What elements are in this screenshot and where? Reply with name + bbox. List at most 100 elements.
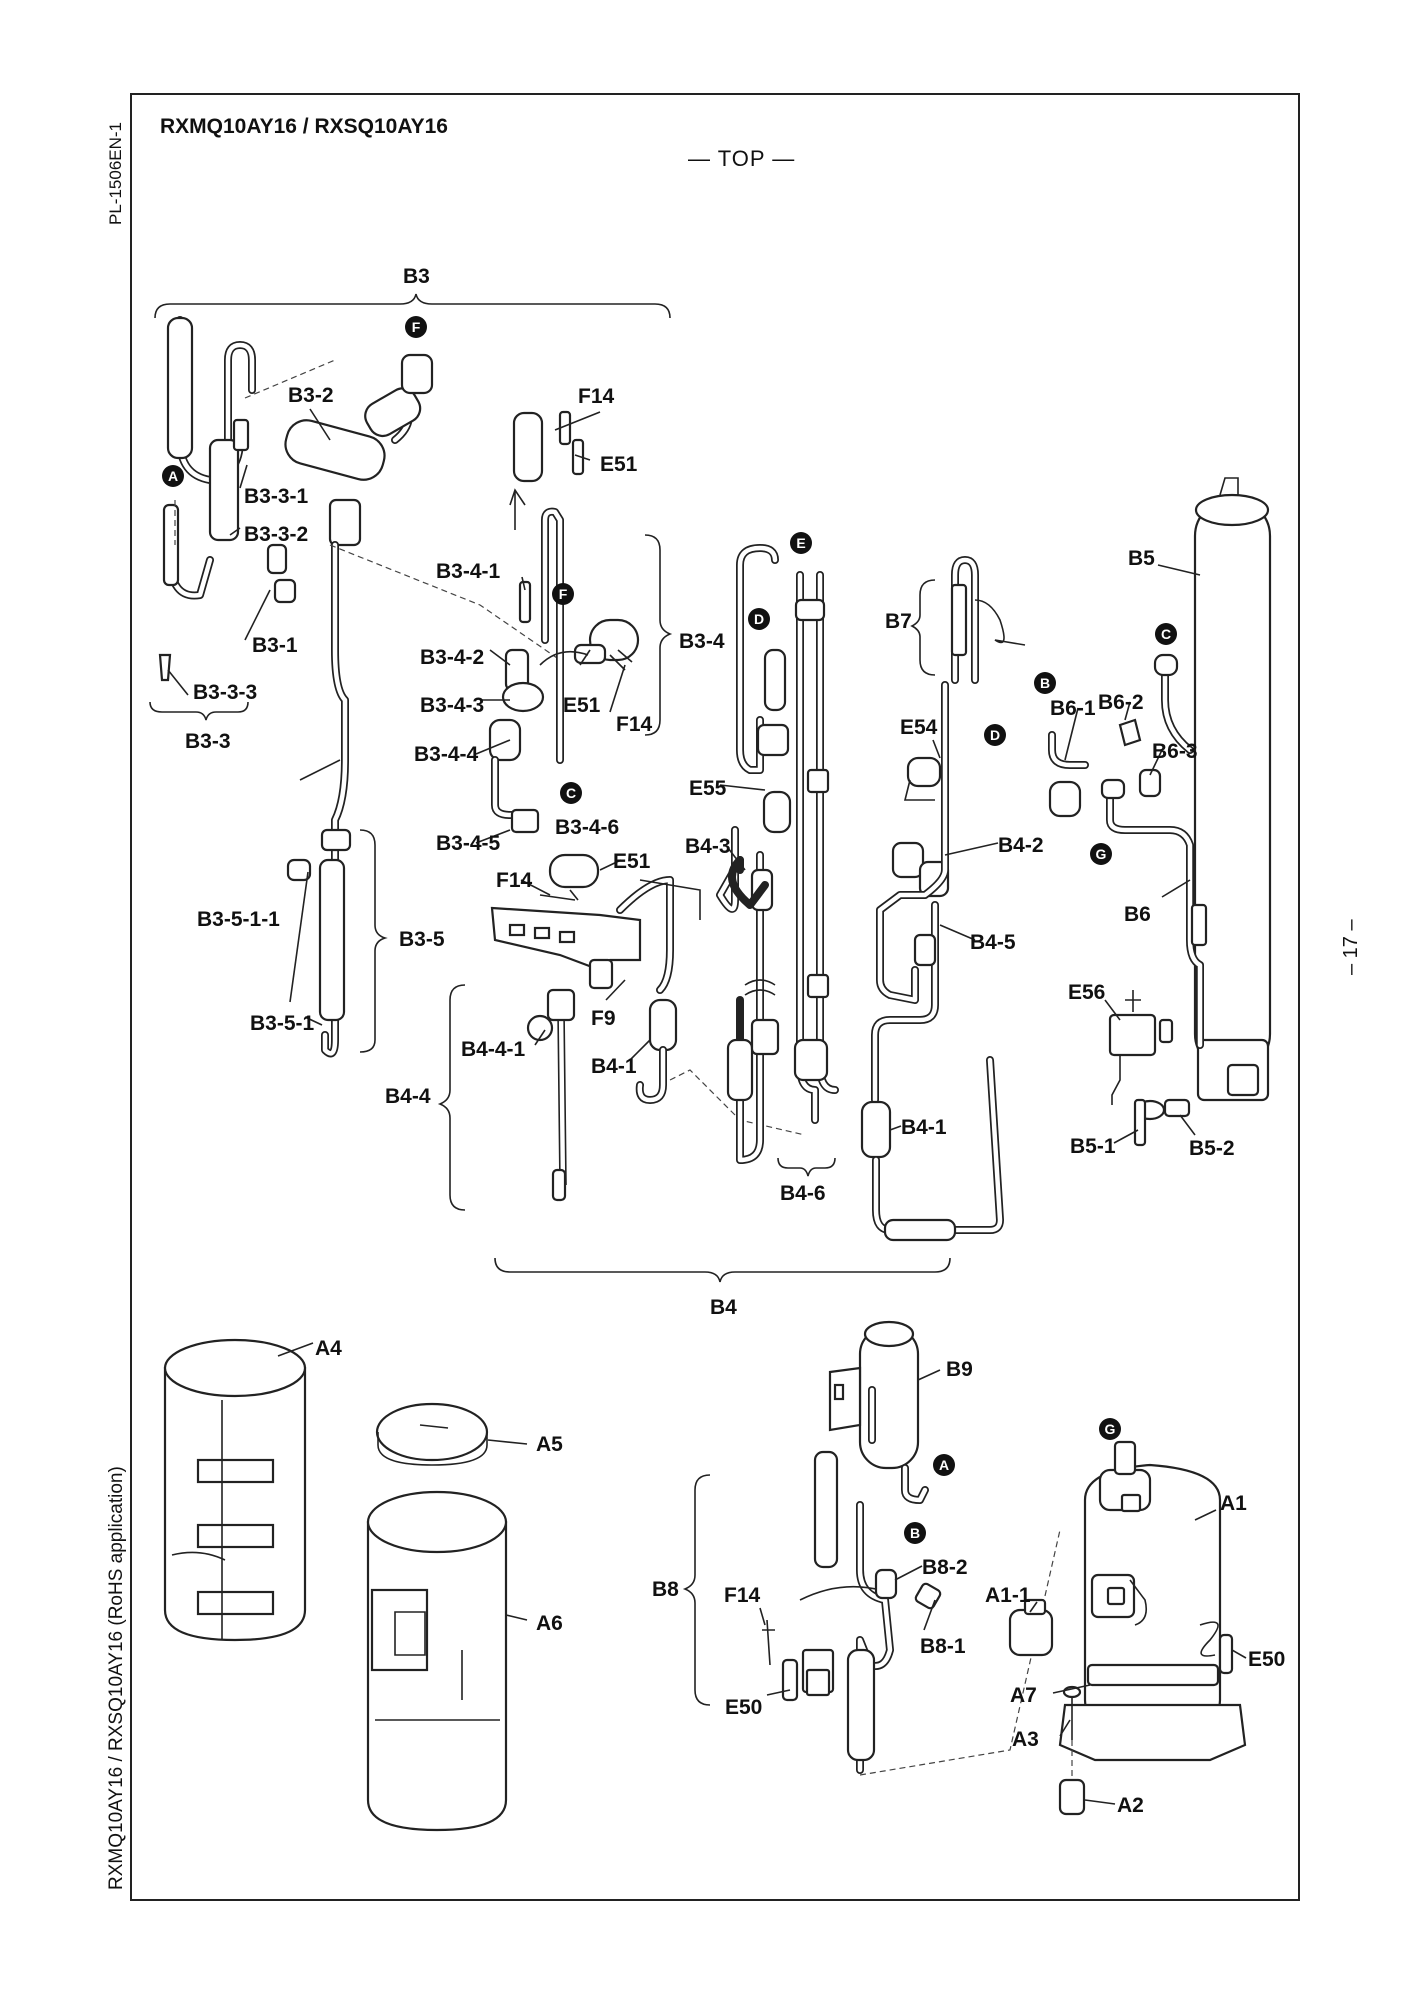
label-e50-right: E50 [1248,1648,1285,1671]
b4-assembly [716,544,839,1177]
svg-text:A: A [939,1457,949,1473]
a6-insulation-jacket [366,1490,508,1832]
label-e50-left: E50 [725,1696,762,1719]
b3-assembly [149,293,671,1058]
label-b3-4-6: B3-4-6 [555,816,619,839]
marker-c-right: C [1155,623,1177,645]
label-b4-1-right: B4-1 [901,1116,947,1139]
label-a1-1: A1-1 [985,1584,1031,1607]
label-b4: B4 [710,1296,737,1319]
b4-right-assembly [860,556,1026,1242]
marker-f-top: F [405,316,427,338]
marker-d-left: D [748,608,770,630]
label-b4-4: B4-4 [385,1085,431,1108]
b4-bracket [494,1257,951,1283]
label-b8-2: B8-2 [922,1556,968,1579]
svg-text:D: D [754,611,764,627]
label-b4-5: B4-5 [970,931,1016,954]
svg-text:F: F [412,319,421,335]
label-b3-4-4: B3-4-4 [414,743,479,766]
label-b3-4-2: B3-4-2 [420,646,484,669]
label-a4: A4 [315,1337,342,1360]
label-b3-4-3: B3-4-3 [420,694,484,717]
marker-b-right: B [1034,672,1056,694]
label-b3-4-1: B3-4-1 [436,560,501,583]
label-b4-4-1: B4-4-1 [461,1038,526,1061]
label-b4-1-left: B4-1 [591,1055,637,1078]
b4-4-assembly [437,853,806,1211]
marker-d-right: D [984,724,1006,746]
label-e51-mid: E51 [563,694,601,717]
label-b4-6: B4-6 [780,1182,826,1205]
label-b3-5-1-1: B3-5-1-1 [197,908,280,931]
label-b3-5-1: B3-5-1 [250,1012,315,1035]
b8-b9-assembly [682,1320,1061,1776]
label-b3-5: B3-5 [399,928,445,951]
label-b3-3-2: B3-3-2 [244,523,308,546]
label-b3-1: B3-1 [252,634,298,657]
label-b4-3: B4-3 [685,835,731,858]
label-e54: E54 [900,716,938,739]
label-e51-top: E51 [600,453,638,476]
marker-f-mid: F [552,583,574,605]
drawing-frame [130,93,1300,1901]
label-b3-3-3: B3-3-3 [193,681,257,704]
part-labels: B3 B3-2 B3-3-1 B3-3-2 B3-1 B3-3-3 B3-3 B… [185,265,1285,1817]
marker-c-left: C [560,782,582,804]
marker-a-left: A [162,465,184,487]
marker-b-bottom: B [904,1522,926,1544]
leader-lines [167,408,1247,1805]
label-b3-3-1: B3-3-1 [244,485,309,508]
label-a3: A3 [1012,1728,1039,1751]
label-b3-4-5: B3-4-5 [436,832,501,855]
b3-4-assembly [488,410,673,834]
label-b3-3: B3-3 [185,730,231,753]
label-b6-3: B6-3 [1152,740,1198,763]
label-b6-2: B6-2 [1098,691,1144,714]
label-b3: B3 [403,265,430,288]
svg-text:G: G [1096,846,1107,862]
svg-text:G: G [1105,1421,1116,1437]
label-b8: B8 [652,1578,679,1601]
label-b9: B9 [946,1358,973,1381]
svg-text:C: C [566,785,576,801]
label-b3-4: B3-4 [679,630,725,653]
label-b7: B7 [885,610,912,633]
svg-text:D: D [990,727,1000,743]
label-b5-1: B5-1 [1070,1135,1116,1158]
a1-compressor [1008,1440,1247,1816]
svg-text:F: F [559,586,568,602]
label-b4-2: B4-2 [998,834,1044,857]
svg-text:E: E [796,535,805,551]
marker-e-top: E [790,532,812,554]
a4-insulation-jacket [163,1338,307,1642]
label-f14-top: F14 [578,385,615,408]
marker-set: F A F C E D D B C G A B G [162,316,1177,1544]
marker-a-bottom: A [933,1454,955,1476]
marker-g-bottom: G [1099,1418,1121,1440]
label-a6: A6 [536,1612,563,1635]
label-b5: B5 [1128,547,1155,570]
label-f14-low: F14 [496,869,533,892]
label-a5: A5 [536,1433,563,1456]
label-f14-mid: F14 [616,713,653,736]
label-e56: E56 [1068,981,1105,1004]
label-f14-bottom: F14 [724,1584,761,1607]
label-f9: F9 [591,1007,616,1030]
label-e51-low: E51 [613,850,651,873]
svg-text:A: A [168,468,178,484]
svg-text:B: B [1040,675,1050,691]
b5-receiver-assembly [1048,477,1272,1147]
label-e55: E55 [689,777,727,800]
label-a7: A7 [1010,1684,1037,1707]
a5-top-cap [375,1402,489,1466]
label-a1: A1 [1220,1492,1247,1515]
label-a2: A2 [1117,1794,1144,1817]
svg-text:B: B [910,1525,920,1541]
svg-text:C: C [1161,626,1171,642]
label-b5-2: B5-2 [1189,1137,1235,1160]
label-b3-2: B3-2 [288,384,334,407]
model-title: RXMQ10AY16 / RXSQ10AY16 [160,115,448,138]
view-label: — TOP — [688,146,796,171]
